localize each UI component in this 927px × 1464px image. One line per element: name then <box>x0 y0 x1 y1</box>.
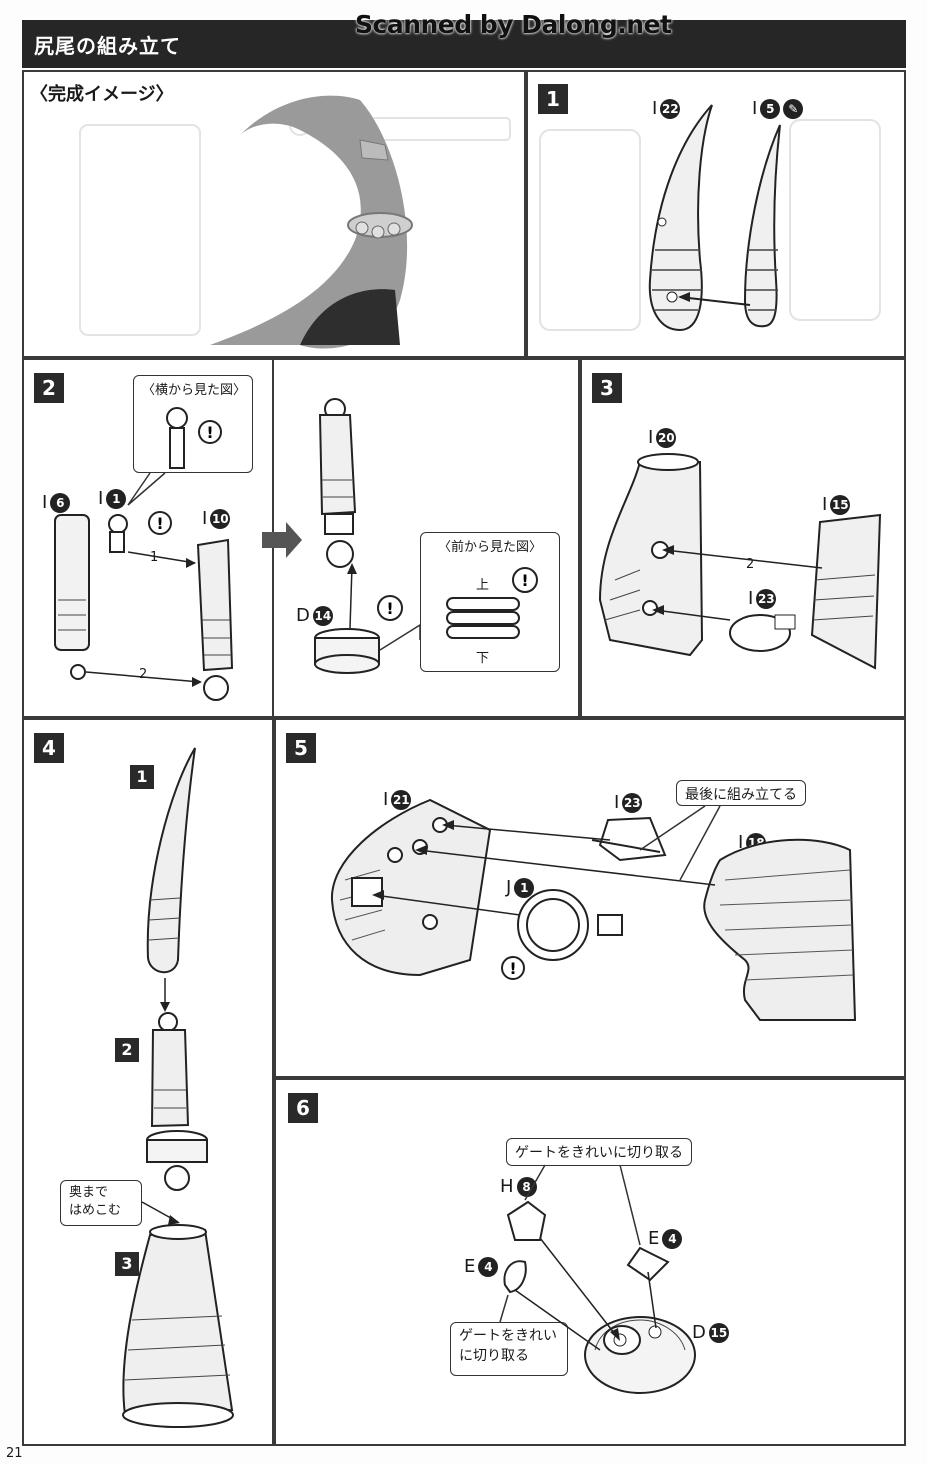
front-view-callout: 〈前から見た図〉 <box>420 532 560 672</box>
watermark: Scanned by Dalong.net <box>355 10 672 39</box>
step-6-note-top: ゲートをきれいに切り取る <box>506 1138 692 1166</box>
front-view-bottom-label: 下 <box>476 651 490 666</box>
step-3-number: 3 <box>592 373 622 403</box>
step-4-note-line-2: はめこむ <box>69 1203 122 1218</box>
section-header-bar <box>22 20 906 68</box>
step-3-seq-b: 1 <box>692 612 701 627</box>
step-2-seq-2: 2 <box>139 667 148 682</box>
step-6-note-left-line-2: に切り取る <box>459 1348 529 1364</box>
step-2-seq-1: 1 <box>150 550 159 565</box>
step-5-panel <box>274 718 906 1078</box>
front-view-top-label: 上 <box>476 578 490 593</box>
step-4-number: 4 <box>34 733 64 763</box>
section-title: 尻尾の組み立て <box>34 34 181 58</box>
step-2-number: 2 <box>34 373 64 403</box>
step-3-seq-a: 2 <box>746 557 755 572</box>
cement-icon: ✎ <box>783 98 804 119</box>
preview-label: 〈完成イメージ〉 <box>30 84 174 105</box>
page-number: 21 <box>6 1446 23 1461</box>
step-6-note-left: ゲートをきれい に切り取る <box>450 1322 568 1376</box>
side-view-callout: 〈横から見た図〉 <box>133 375 253 473</box>
step-4-note: 奥まで はめこむ <box>60 1180 142 1226</box>
step-6-note-left-line-1: ゲートをきれい <box>459 1328 557 1344</box>
step-2-divider <box>272 360 274 716</box>
step-5-note: 最後に組み立てる <box>676 780 806 806</box>
step-4-note-line-1: 奥まで <box>69 1185 109 1200</box>
step-1-panel <box>526 70 906 358</box>
step-6-panel <box>274 1078 906 1446</box>
front-view-label: 〈前から見た図〉 <box>437 540 542 555</box>
step-3-panel <box>580 358 906 718</box>
step-4-sub-1: 1 <box>130 765 154 789</box>
step-4-panel <box>22 718 274 1446</box>
side-view-label: 〈横から見た図〉 <box>142 383 247 398</box>
step-5-number: 5 <box>286 733 316 763</box>
preview-panel <box>22 70 526 358</box>
step-1-number: 1 <box>538 84 568 114</box>
step-4-sub-2: 2 <box>115 1038 139 1062</box>
step-4-sub-3: 3 <box>115 1252 139 1276</box>
step-6-number: 6 <box>288 1093 318 1123</box>
